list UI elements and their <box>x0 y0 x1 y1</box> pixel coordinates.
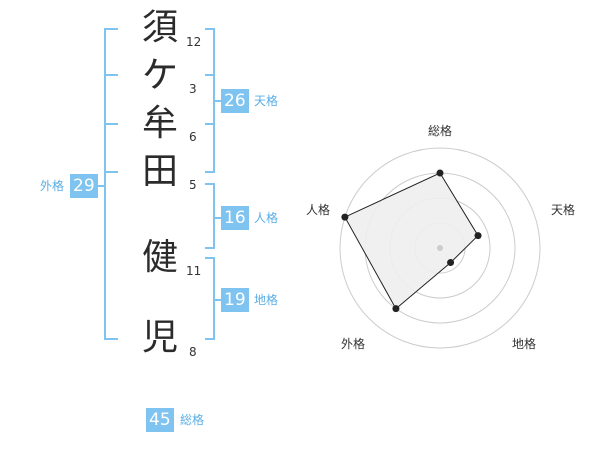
name-char-1: 須 <box>141 7 178 48</box>
jinkaku-value: 16 <box>221 206 249 230</box>
radar-label-chikaku: 地格 <box>512 337 537 351</box>
stroke-count-1: 12 <box>186 35 202 49</box>
radar-label-jinkaku: 人格 <box>306 203 331 217</box>
radar-shape <box>344 172 479 310</box>
gaikaku-label: 外格 <box>40 179 65 193</box>
stroke-count-6: 8 <box>189 345 197 359</box>
name-char-2: ケ <box>141 55 178 96</box>
stroke-count-3: 6 <box>189 130 197 144</box>
soukaku-label: 総格 <box>180 413 205 427</box>
radar-point-3 <box>392 305 400 313</box>
stroke-count-5: 11 <box>186 264 202 278</box>
tenkaku-label: 天格 <box>254 94 279 108</box>
radar-center-dot <box>437 245 443 251</box>
chikaku-label: 地格 <box>254 293 279 307</box>
radar-label-soukaku: 総格 <box>428 124 453 138</box>
tenkaku-value: 26 <box>221 89 249 113</box>
jinkaku-label: 人格 <box>254 211 279 225</box>
radar-point-2 <box>447 259 455 267</box>
radar-points <box>341 169 482 313</box>
radar-point-0 <box>436 169 444 177</box>
radar-label-gaikaku: 外格 <box>341 337 366 351</box>
radar-ring-4 <box>339 147 541 349</box>
stroke-count-2: 3 <box>189 82 197 96</box>
gaikaku-value: 29 <box>70 174 98 198</box>
name-char-3: 牟 <box>141 103 178 144</box>
stroke-count-4: 5 <box>189 178 197 192</box>
chikaku-value: 19 <box>221 288 249 312</box>
gaikaku-bracket <box>104 28 118 340</box>
radar-point-1 <box>474 232 482 240</box>
radar-label-tenkaku: 天格 <box>551 203 576 217</box>
jinkaku-bracket <box>205 183 215 249</box>
soukaku-value: 45 <box>146 408 174 432</box>
name-char-4: 田 <box>141 151 178 192</box>
name-char-5: 健 <box>141 237 178 278</box>
name-char-6: 児 <box>141 317 178 358</box>
chikaku-bracket <box>205 257 215 340</box>
radar-point-4 <box>341 213 349 221</box>
